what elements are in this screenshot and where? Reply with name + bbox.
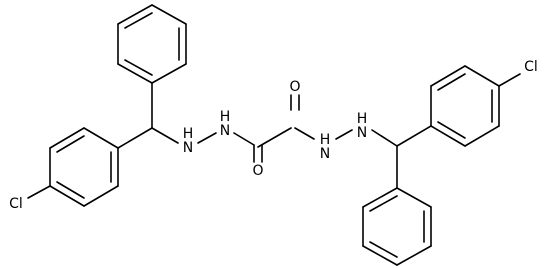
right-chain-bonds [290,94,432,189]
atom-nh-left-inner-n: N [220,123,230,139]
atom-o-upper: O [289,79,300,95]
bond-cl-left [27,185,51,199]
atom-nh-right-inner-h: H [320,132,331,148]
atom-nh-right-inner-n: N [320,146,330,162]
atom-nh-right-outer-n: N [357,125,367,141]
phenyl-ring-top-left [117,4,187,84]
atom-cl-left: Cl [9,196,23,212]
atom-nh-right-outer-h: H [357,111,368,127]
chlorophenyl-ring-right [430,65,521,147]
left-chain-bonds [117,82,292,163]
phenyl-ring-bottom-right [362,187,432,266]
atom-nh-left-outer-n: N [183,140,193,156]
atom-nh-left-inner-h: H [220,109,231,125]
chlorophenyl-ring-left [49,127,119,207]
atom-cl-right: Cl [524,59,538,75]
atom-nh-left-outer-h: H [183,126,194,142]
atom-o-lower: O [252,163,263,179]
